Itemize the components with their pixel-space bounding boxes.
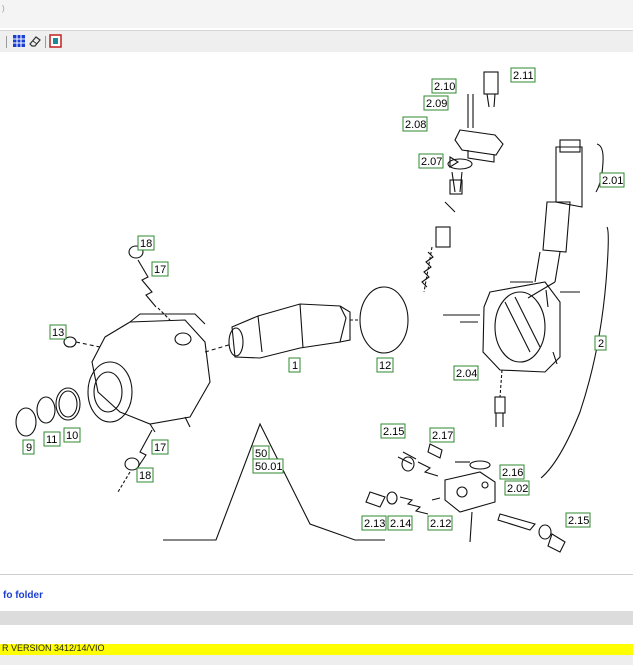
callout-2-13[interactable]: 2.13 [361,515,387,531]
callout-2[interactable]: 2 [594,335,607,351]
svg-text:2.01: 2.01 [602,175,623,187]
grid-icon[interactable] [12,34,26,48]
svg-text:2.12: 2.12 [430,518,451,530]
callout-2-12[interactable]: 2.12 [427,515,453,531]
svg-text:2.15: 2.15 [568,515,589,527]
callout-2-11[interactable]: 2.11 [510,67,536,83]
svg-text:2.13: 2.13 [364,518,385,530]
callout-2-10[interactable]: 2.10 [431,78,457,94]
svg-text:13: 13 [52,327,64,339]
svg-text:2.14: 2.14 [390,518,411,530]
svg-text:2.10: 2.10 [434,81,455,93]
svg-text:2: 2 [598,338,604,350]
svg-text:17: 17 [154,264,166,276]
callout-50-01[interactable]: 50.01 [252,458,284,474]
info-panel: fo folder R VERSION 3412/14/VIO [0,574,633,665]
version-bar: R VERSION 3412/14/VIO [0,644,633,655]
toolbar [0,30,633,54]
svg-text:2.04: 2.04 [456,368,477,380]
eraser-icon[interactable] [28,34,42,48]
svg-text:10: 10 [66,430,78,442]
callout-13[interactable]: 13 [49,324,67,340]
callout-2-15-top[interactable]: 2.15 [380,423,406,439]
footer-strip [0,655,633,665]
callout-2-08[interactable]: 2.08 [402,116,428,132]
callout-17-top[interactable]: 17 [151,261,169,277]
callout-2-17[interactable]: 2.17 [429,427,455,443]
callout-2-07[interactable]: 2.07 [418,153,444,169]
parts-diagram: 2.11 2.10 2.09 2.08 2.07 2.01 18 17 13 1… [0,52,633,574]
svg-text:50: 50 [255,448,267,460]
svg-text:17: 17 [154,442,166,454]
callout-17-bottom[interactable]: 17 [151,439,169,455]
callout-labels: 2.11 2.10 2.09 2.08 2.07 2.01 18 17 13 1… [22,67,625,531]
svg-text:18: 18 [139,470,151,482]
svg-text:50.01: 50.01 [255,461,283,473]
callout-18-bottom[interactable]: 18 [136,467,154,483]
callout-2-09[interactable]: 2.09 [423,95,449,111]
title-bar: ) [0,0,633,28]
svg-text:18: 18 [140,238,152,250]
svg-text:12: 12 [379,360,391,372]
window-title: ) [2,4,5,13]
svg-text:2.16: 2.16 [502,467,523,479]
callout-1[interactable]: 1 [288,357,301,373]
toolbar-separator [6,36,7,48]
svg-text:2.07: 2.07 [421,156,442,168]
version-label: R VERSION 3412/14/VIO [2,644,105,653]
svg-text:1: 1 [292,360,298,372]
callout-10[interactable]: 10 [63,427,81,443]
callout-2-15-bottom[interactable]: 2.15 [565,512,591,528]
svg-text:2.15: 2.15 [383,426,404,438]
callout-12[interactable]: 12 [376,357,394,373]
svg-text:2.17: 2.17 [432,430,453,442]
svg-text:9: 9 [26,442,32,454]
svg-text:2.02: 2.02 [507,483,528,495]
gray-divider [0,611,633,625]
svg-text:2.09: 2.09 [426,98,447,110]
callout-9[interactable]: 9 [22,439,35,455]
toolbar-separator [45,36,46,48]
callout-2-14[interactable]: 2.14 [387,515,413,531]
callout-2-02[interactable]: 2.02 [504,480,530,496]
svg-text:2.11: 2.11 [513,70,534,82]
info-folder-link[interactable]: fo folder [3,590,43,601]
callout-18-top[interactable]: 18 [137,235,155,251]
exploded-view-drawing: 2.11 2.10 2.09 2.08 2.07 2.01 18 17 13 1… [15,67,625,553]
callout-50[interactable]: 50 [252,445,270,461]
svg-text:2.08: 2.08 [405,119,426,131]
bookmark-icon[interactable] [49,34,63,48]
callout-2-04[interactable]: 2.04 [453,365,479,381]
callout-2-16[interactable]: 2.16 [499,464,525,480]
svg-text:11: 11 [46,434,57,446]
callout-2-01[interactable]: 2.01 [599,172,625,188]
callout-11[interactable]: 11 [43,431,61,447]
